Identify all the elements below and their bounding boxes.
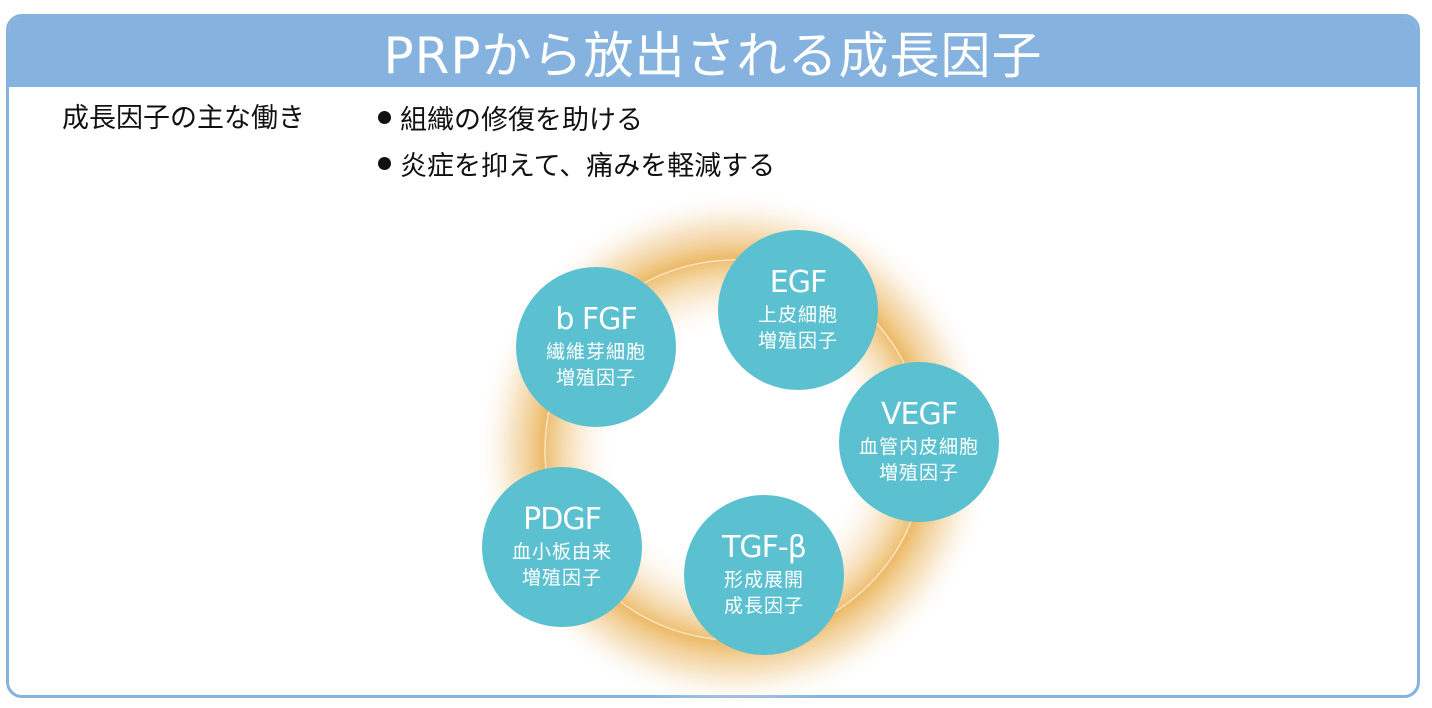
factor-abbr: TGF-β	[722, 530, 807, 565]
factor-desc-line2: 成長因子	[723, 595, 804, 617]
factor-vegf: VEGF 血管内皮細胞 増殖因子	[839, 362, 999, 522]
factor-desc-line1: 血小板由来	[511, 541, 612, 563]
page-title: PRPから放出される成長因子	[383, 27, 1043, 85]
factor-desc-line1: 上皮細胞	[757, 304, 838, 326]
function-item: 炎症を抑えて、痛みを軽減する	[378, 142, 775, 184]
functions-label: 成長因子の主な働き	[62, 103, 305, 134]
factor-desc-line1: 血管内皮細胞	[858, 436, 979, 458]
bullet-icon	[378, 110, 391, 124]
factor-desc-line2: 増殖因子	[757, 330, 838, 352]
factor-abbr: VEGF	[881, 397, 958, 432]
functions-list: 組織の修復を助ける 炎症を抑えて、痛みを軽減する	[378, 96, 775, 188]
factor-desc-line2: 増殖因子	[555, 367, 636, 389]
function-text: 組織の修復を助ける	[400, 104, 643, 136]
factor-desc-line2: 増殖因子	[878, 462, 959, 484]
factor-desc-line2: 増殖因子	[521, 567, 602, 589]
factor-desc-line1: 形成展開	[723, 569, 804, 591]
factor-tgf-beta: TGF-β 形成展開 成長因子	[684, 495, 844, 655]
factor-pdgf: PDGF 血小板由来 増殖因子	[482, 467, 642, 627]
factor-abbr: b FGF	[555, 302, 637, 337]
header-banner: PRPから放出される成長因子	[9, 17, 1417, 87]
factor-abbr: EGF	[769, 265, 827, 300]
factor-bfgf: b FGF 繊維芽細胞 増殖因子	[516, 267, 676, 427]
function-text: 炎症を抑えて、痛みを軽減する	[400, 150, 776, 182]
factor-desc-line1: 繊維芽細胞	[545, 341, 646, 363]
function-item: 組織の修復を助ける	[378, 96, 775, 138]
bullet-icon	[378, 156, 391, 170]
factor-abbr: PDGF	[523, 502, 602, 537]
factor-egf: EGF 上皮細胞 増殖因子	[718, 230, 878, 390]
